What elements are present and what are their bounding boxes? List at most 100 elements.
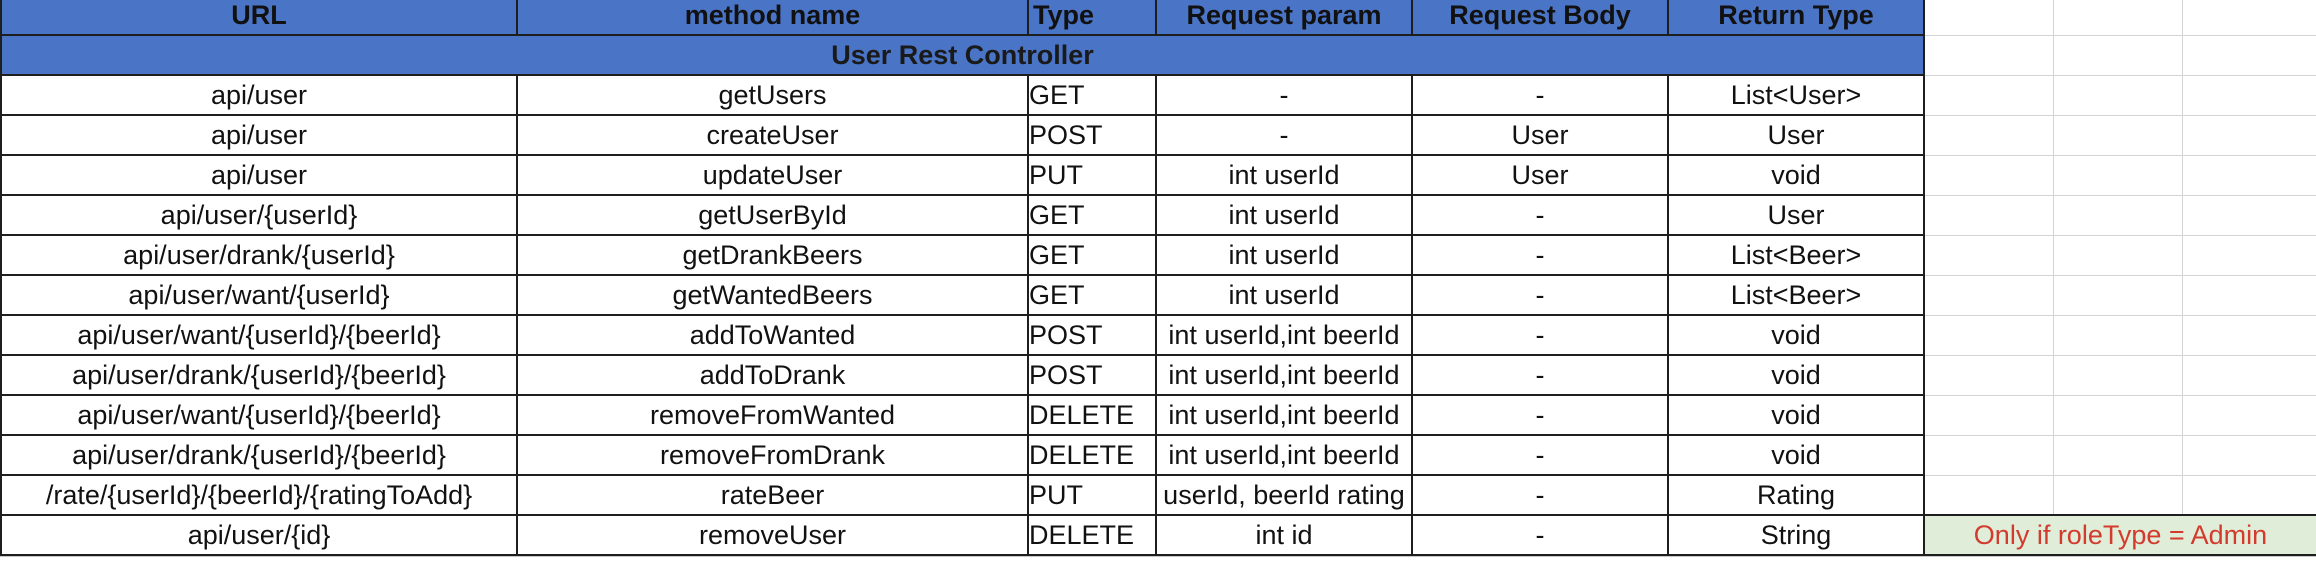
cell-request-body[interactable]: - [1411, 234, 1669, 276]
cell-request-body[interactable]: - [1411, 514, 1669, 556]
empty-cell[interactable] [2052, 0, 2183, 36]
empty-cell[interactable] [2181, 0, 2316, 36]
cell-method-name[interactable]: addToWanted [516, 314, 1029, 356]
empty-cell[interactable] [2181, 154, 2316, 196]
cell-request-body[interactable]: - [1411, 354, 1669, 396]
cell-url[interactable]: api/user/{userId} [0, 194, 518, 236]
cell-method-name[interactable]: createUser [516, 114, 1029, 156]
empty-cell[interactable] [1923, 354, 2054, 396]
cell-type[interactable]: POST [1027, 314, 1157, 356]
cell-return-type[interactable]: void [1667, 434, 1925, 476]
empty-cell[interactable] [1923, 114, 2054, 156]
empty-cell[interactable] [2181, 474, 2316, 516]
cell-request-param[interactable]: - [1155, 74, 1413, 116]
empty-cell[interactable] [2181, 274, 2316, 316]
cell-return-type[interactable]: void [1667, 394, 1925, 436]
empty-cell[interactable] [2052, 34, 2183, 76]
cell-request-body[interactable]: User [1411, 114, 1669, 156]
cell-request-body[interactable]: - [1411, 434, 1669, 476]
cell-request-body[interactable]: - [1411, 194, 1669, 236]
cell-request-param[interactable]: int userId,int beerId [1155, 394, 1413, 436]
cell-request-param[interactable]: int userId,int beerId [1155, 354, 1413, 396]
cell-method-name[interactable]: updateUser [516, 154, 1029, 196]
cell-return-type[interactable]: Rating [1667, 474, 1925, 516]
empty-cell[interactable] [2181, 194, 2316, 236]
cell-request-param[interactable]: userId, beerId rating [1155, 474, 1413, 516]
empty-cell[interactable] [2052, 114, 2183, 156]
empty-cell[interactable] [1923, 314, 2054, 356]
cell-return-type[interactable]: User [1667, 114, 1925, 156]
empty-cell[interactable] [1923, 434, 2054, 476]
header-return-type[interactable]: Return Type [1667, 0, 1925, 36]
section-title[interactable]: User Rest Controller [0, 34, 1925, 76]
empty-cell[interactable] [2052, 234, 2183, 276]
header-request-body[interactable]: Request Body [1411, 0, 1669, 36]
cell-request-param[interactable]: int userId [1155, 234, 1413, 276]
header-method-name[interactable]: method name [516, 0, 1029, 36]
cell-return-type[interactable]: String [1667, 514, 1925, 556]
cell-url[interactable]: /rate/{userId}/{beerId}/{ratingToAdd} [0, 474, 518, 516]
empty-cell[interactable] [2052, 394, 2183, 436]
cell-type[interactable]: PUT [1027, 154, 1157, 196]
cell-url[interactable]: api/user [0, 74, 518, 116]
cell-type[interactable]: GET [1027, 74, 1157, 116]
cell-return-type[interactable]: void [1667, 354, 1925, 396]
empty-cell[interactable] [2181, 34, 2316, 76]
cell-url[interactable]: api/user/drank/{userId}/{beerId} [0, 434, 518, 476]
cell-method-name[interactable]: getUserById [516, 194, 1029, 236]
cell-url[interactable]: api/user [0, 154, 518, 196]
cell-return-type[interactable]: List<Beer> [1667, 234, 1925, 276]
empty-cell[interactable] [1923, 234, 2054, 276]
empty-cell[interactable] [2052, 274, 2183, 316]
cell-request-param[interactable]: int userId [1155, 274, 1413, 316]
cell-url[interactable]: api/user/want/{userId}/{beerId} [0, 394, 518, 436]
cell-type[interactable]: GET [1027, 274, 1157, 316]
cell-url[interactable]: api/user/drank/{userId}/{beerId} [0, 354, 518, 396]
empty-cell[interactable] [1923, 74, 2054, 116]
cell-method-name[interactable]: addToDrank [516, 354, 1029, 396]
header-type[interactable]: Type [1027, 0, 1157, 36]
empty-cell[interactable] [2181, 234, 2316, 276]
empty-cell[interactable] [2181, 434, 2316, 476]
empty-cell[interactable] [2181, 354, 2316, 396]
cell-url[interactable]: api/user/want/{userId} [0, 274, 518, 316]
cell-method-name[interactable]: removeFromDrank [516, 434, 1029, 476]
cell-request-body[interactable]: - [1411, 274, 1669, 316]
empty-cell[interactable] [1923, 0, 2054, 36]
cell-type[interactable]: DELETE [1027, 394, 1157, 436]
empty-cell[interactable] [1923, 194, 2054, 236]
cell-request-body[interactable]: - [1411, 394, 1669, 436]
empty-cell[interactable] [2052, 474, 2183, 516]
cell-request-param[interactable]: int userId [1155, 154, 1413, 196]
header-url[interactable]: URL [0, 0, 518, 36]
empty-cell[interactable] [2181, 114, 2316, 156]
cell-type[interactable]: POST [1027, 114, 1157, 156]
header-request-param[interactable]: Request param [1155, 0, 1413, 36]
cell-method-name[interactable]: removeFromWanted [516, 394, 1029, 436]
empty-cell[interactable] [2052, 194, 2183, 236]
cell-url[interactable]: api/user/{id} [0, 514, 518, 556]
cell-return-type[interactable]: List<User> [1667, 74, 1925, 116]
cell-return-type[interactable]: void [1667, 154, 1925, 196]
empty-cell[interactable] [1923, 274, 2054, 316]
cell-return-type[interactable]: List<Beer> [1667, 274, 1925, 316]
cell-method-name[interactable]: getWantedBeers [516, 274, 1029, 316]
cell-return-type[interactable]: void [1667, 314, 1925, 356]
cell-request-param[interactable]: int userId,int beerId [1155, 314, 1413, 356]
cell-method-name[interactable]: getUsers [516, 74, 1029, 116]
empty-cell[interactable] [2181, 314, 2316, 356]
empty-cell[interactable] [1923, 154, 2054, 196]
empty-cell[interactable] [2052, 434, 2183, 476]
cell-type[interactable]: PUT [1027, 474, 1157, 516]
cell-method-name[interactable]: removeUser [516, 514, 1029, 556]
cell-request-body[interactable]: - [1411, 474, 1669, 516]
cell-method-name[interactable]: getDrankBeers [516, 234, 1029, 276]
cell-request-param[interactable]: - [1155, 114, 1413, 156]
cell-type[interactable]: DELETE [1027, 434, 1157, 476]
cell-request-param[interactable]: int userId,int beerId [1155, 434, 1413, 476]
cell-type[interactable]: GET [1027, 194, 1157, 236]
cell-request-body[interactable]: - [1411, 74, 1669, 116]
cell-type[interactable]: GET [1027, 234, 1157, 276]
cell-request-param[interactable]: int userId [1155, 194, 1413, 236]
cell-request-body[interactable]: - [1411, 314, 1669, 356]
